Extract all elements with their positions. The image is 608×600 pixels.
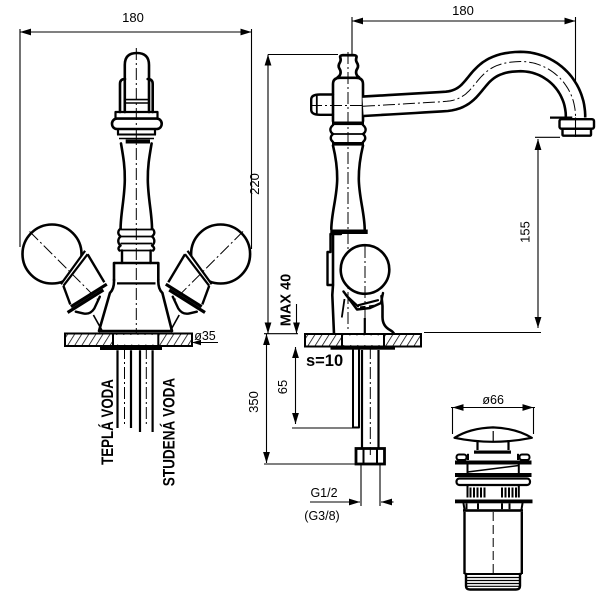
svg-text:MAX 40: MAX 40 [279, 274, 295, 326]
svg-text:65: 65 [275, 380, 290, 394]
svg-text:(G3/8): (G3/8) [304, 509, 339, 523]
svg-text:ø66: ø66 [482, 393, 504, 407]
svg-text:s=10: s=10 [306, 352, 343, 370]
svg-text:G1/2: G1/2 [310, 486, 337, 500]
svg-text:350: 350 [246, 391, 261, 413]
svg-text:STUDENÁ VODA: STUDENÁ VODA [160, 378, 179, 487]
svg-text:TEPLÁ VODA: TEPLÁ VODA [99, 379, 118, 465]
svg-text:220: 220 [247, 173, 262, 195]
svg-text:155: 155 [518, 221, 533, 243]
svg-text:180: 180 [452, 3, 474, 18]
svg-text:ø35: ø35 [194, 329, 216, 343]
svg-text:180: 180 [122, 10, 144, 25]
